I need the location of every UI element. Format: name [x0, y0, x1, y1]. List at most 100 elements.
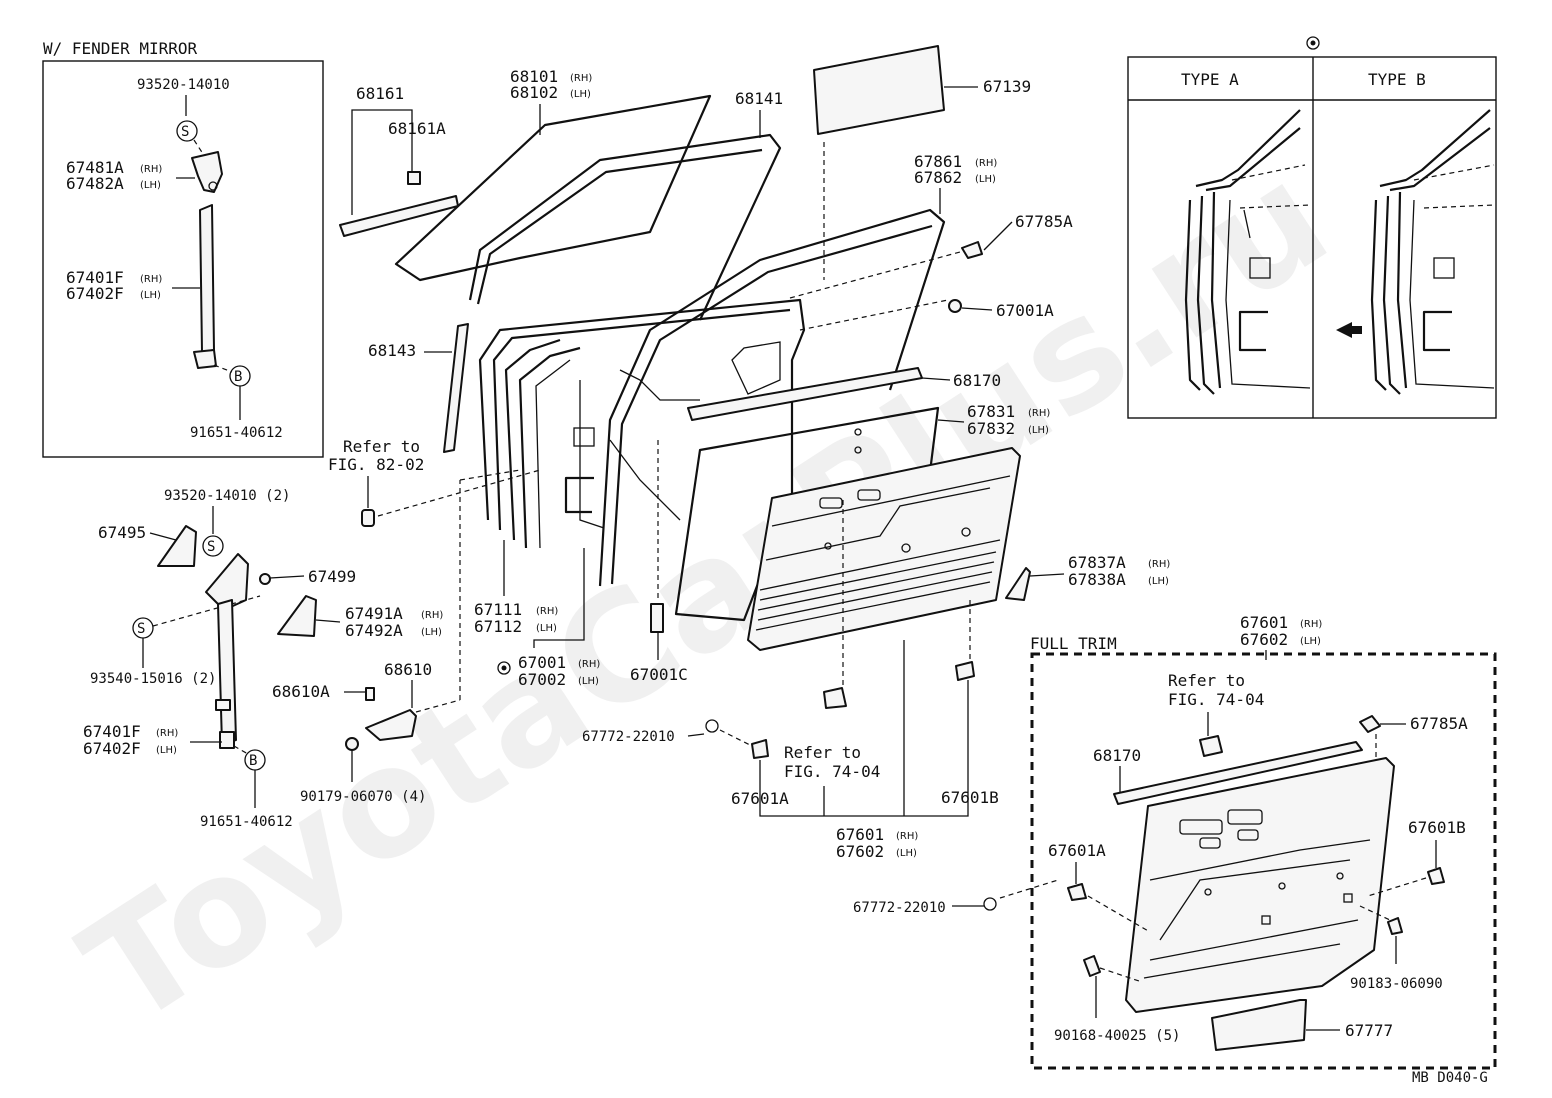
part-67601B: 67601B [1408, 818, 1466, 837]
rear-run-channel-part [443, 323, 469, 453]
rh-suffix: (RH) [156, 728, 178, 739]
part-67785A: 67785A [1015, 212, 1073, 231]
part-67402F: 67402F [83, 739, 141, 758]
refer-label: Refer to [343, 437, 420, 456]
lh-suffix: (LH) [156, 745, 177, 756]
door-check-part [365, 709, 417, 741]
part-68141: 68141 [735, 89, 783, 108]
part-91651-40612: 91651-40612 [200, 814, 293, 830]
mirror-cover-part [157, 525, 197, 567]
rh-suffix: (RH) [578, 659, 600, 670]
type-b-door-sketch [1336, 109, 1495, 395]
bolt-symbol-label: B [234, 369, 242, 385]
lh-suffix: (LH) [1300, 636, 1321, 647]
part-67401F: 67401F [66, 268, 124, 287]
part-68610A: 68610A [272, 682, 330, 701]
main-exploded-view: 68161 68161A 68101 (RH) 68102 (LH) 68141… [328, 45, 1170, 861]
part-90183-06090: 90183-06090 [1350, 976, 1443, 992]
refer-label: Refer to [1168, 671, 1245, 690]
rh-suffix: (RH) [140, 274, 162, 285]
type-a-label: TYPE A [1181, 70, 1239, 89]
rh-suffix: (RH) [975, 158, 997, 169]
fender-mirror-inset: W/ FENDER MIRROR 93520-14010 S 67481A (R… [42, 39, 324, 458]
part-91651-40612: 91651-40612 [190, 425, 283, 441]
bolt-symbol-label: B [249, 753, 257, 769]
part-68143: 68143 [368, 341, 416, 360]
part-68170: 68170 [953, 371, 1001, 390]
fig-82-02-ref: FIG. 82-02 [328, 455, 424, 474]
part-67111: 67111 [474, 600, 522, 619]
part-68102: 68102 [510, 83, 558, 102]
rh-suffix: (RH) [1300, 619, 1322, 630]
corner-piece-part [277, 595, 317, 637]
part-90168-40025-5: 90168-40025 (5) [1054, 1028, 1180, 1044]
part-67831: 67831 [967, 402, 1015, 421]
part-67499: 67499 [308, 567, 356, 586]
lh-suffix: (LH) [578, 676, 599, 687]
part-67139: 67139 [983, 77, 1031, 96]
screw-symbol-label: S [181, 124, 189, 140]
lh-suffix: (LH) [975, 174, 996, 185]
door-glass-part [394, 94, 712, 282]
lh-suffix: (LH) [570, 89, 591, 100]
part-67601B: 67601B [941, 788, 999, 807]
full-trim-title: FULL TRIM [1030, 634, 1117, 653]
type-a-door-sketch [1184, 109, 1311, 395]
part-67602: 67602 [836, 842, 884, 861]
part-67492A: 67492A [345, 621, 403, 640]
rh-suffix: (RH) [896, 831, 918, 842]
rh-suffix: (RH) [140, 164, 162, 175]
refer-label: Refer to [784, 743, 861, 762]
part-67785A: 67785A [1410, 714, 1468, 733]
part-67772-22010: 67772-22010 [582, 729, 675, 745]
lh-suffix: (LH) [140, 180, 161, 191]
belt-moulding-part [339, 195, 459, 237]
part-90179-06070-4: 90179-06070 (4) [300, 789, 426, 805]
part-67401F: 67401F [83, 722, 141, 741]
rh-suffix: (RH) [1028, 408, 1050, 419]
pocket-part [1211, 999, 1307, 1051]
part-67601A: 67601A [1048, 841, 1106, 860]
lh-suffix: (LH) [1148, 576, 1169, 587]
part-67491A: 67491A [345, 604, 403, 623]
part-67002: 67002 [518, 670, 566, 689]
part-68170: 68170 [1093, 746, 1141, 765]
door-panel-insulator-part [813, 45, 945, 135]
door-trim-board-part [747, 447, 1021, 651]
part-67832: 67832 [967, 419, 1015, 438]
rh-suffix: (RH) [421, 610, 443, 621]
rh-suffix: (RH) [1148, 559, 1170, 570]
screw-symbol-icon [176, 120, 198, 142]
part-67772-22010: 67772-22010 [853, 900, 946, 916]
type-comparison-inset: TYPE A TYPE B [1127, 36, 1497, 419]
door-frame-weatherstrip-part [598, 208, 946, 587]
full-trim-inset: FULL TRIM 67601 (RH) 67602 (LH) Refer to… [853, 613, 1497, 1070]
part-67495: 67495 [98, 523, 146, 542]
part-68161A: 68161A [388, 119, 446, 138]
part-68101: 68101 [510, 67, 558, 86]
screw-symbol-label: S [207, 539, 215, 555]
door-shell-part [478, 298, 806, 521]
part-67777: 67777 [1345, 1021, 1393, 1040]
part-67837A: 67837A [1068, 553, 1126, 572]
front-run-channel-part [217, 599, 237, 745]
arrow-icon [1336, 322, 1362, 338]
fig-74-04-ref: FIG. 74-04 [1168, 690, 1264, 709]
lh-suffix: (LH) [896, 848, 917, 859]
part-93540-15016-2: 93540-15016 (2) [90, 671, 216, 687]
fender-mirror-title: W/ FENDER MIRROR [43, 39, 197, 58]
door-weatherstrip-part [468, 133, 782, 321]
part-67112: 67112 [474, 617, 522, 636]
type-b-label: TYPE B [1368, 70, 1426, 89]
part-67862: 67862 [914, 168, 962, 187]
figure-code: MB D040-G [1412, 1070, 1488, 1086]
part-67861: 67861 [914, 152, 962, 171]
lh-suffix: (LH) [140, 290, 161, 301]
part-67601: 67601 [836, 825, 884, 844]
vent-window-parts: 93520-14010 (2) S 67495 67499 67491A (RH… [83, 469, 521, 830]
glass-run-channel-part [199, 204, 215, 353]
part-68161: 68161 [356, 84, 404, 103]
part-67402F: 67402F [66, 284, 124, 303]
part-67602: 67602 [1240, 630, 1288, 649]
